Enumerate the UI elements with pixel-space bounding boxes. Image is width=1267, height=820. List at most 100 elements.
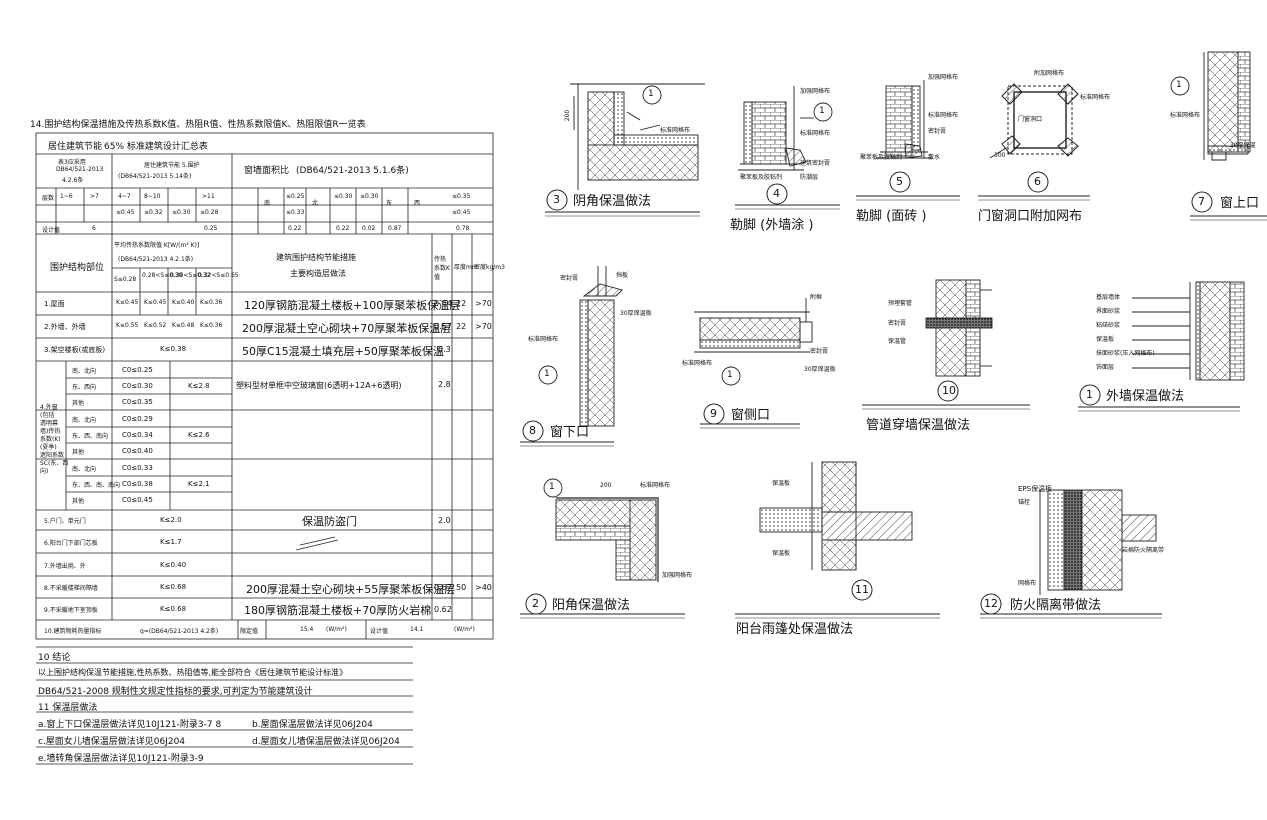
detail-4-l4: 建筑密封膏 [800, 160, 831, 167]
detail-4-l5: 聚苯板及胶粘剂 [740, 174, 783, 181]
detail-2-num: 2 [532, 597, 539, 610]
notes-a: a.窗上下口保温层做法详见10J121-附录3-7 8 [38, 720, 222, 730]
detail-4-title: 勒脚 (外墙涂 ) [730, 218, 814, 233]
row5-part: 5.户门、单元门 [44, 518, 86, 525]
detail-8-l4: 标准网格布 [528, 336, 559, 343]
detail-10-l3: 保温管 [888, 338, 907, 345]
window-line: 系数(K) [40, 436, 61, 443]
detail-2-dim: 200 [600, 482, 612, 489]
detail-8-ref: 1 [544, 369, 550, 379]
detail-6-l3: 门窗洞口 [1018, 116, 1043, 123]
wg3-k: K≤2.1 [188, 480, 210, 488]
detail-10-num: 10 [942, 384, 956, 397]
detail-5-l2: 标准网格布 [928, 112, 959, 119]
row8-t: 50 [456, 583, 467, 592]
row8-measure: 200厚混凝土空心砌块+55厚聚苯板保温层 [246, 583, 456, 596]
detail-4-l3: 防潮层 [800, 174, 819, 181]
detail-11-l1: 保温板 [772, 480, 791, 487]
design-3: 0.22 [288, 225, 302, 232]
detail-2-l1: 标准网格布 [640, 482, 671, 489]
limit-8: ≤0.30 [360, 193, 379, 200]
row9-kv: 0.62 [434, 605, 452, 614]
detail-1-layer-3: 粘结砂浆 [1096, 322, 1121, 329]
detail-3-drawing [570, 83, 705, 190]
detail-9-title: 窗侧口 [731, 408, 771, 423]
window-kv: 2.8 [438, 380, 451, 389]
header-k-2: (DB64/521-2013 4.2.1条) [118, 256, 194, 263]
detail-9-ref: 1 [727, 370, 733, 380]
row1-kv: 0.44 [434, 299, 452, 308]
detail-2-drawing [543, 478, 659, 582]
detail-10-l2: 密封膏 [888, 320, 907, 327]
detail-3-title: 阴角保温做法 [573, 194, 652, 209]
header-k-sub-1: S≤0.28 [114, 276, 137, 283]
detail-3-dim: 200 [564, 109, 572, 122]
row5-k: K≤2.0 [160, 516, 182, 524]
window-line: 4.外窗 [40, 404, 58, 411]
row1-k1: K≤0.45 [116, 299, 139, 306]
row9-part: 9.不采暖地下室顶板 [44, 607, 98, 614]
detail-7-l1: 标准网格布 [1170, 112, 1201, 119]
table-frame [35, 132, 494, 640]
detail-9-l1: 附框 [810, 294, 823, 301]
limit-2: ≤0.32 [144, 209, 163, 216]
detail-6-l2: 标准网格布 [1080, 94, 1111, 101]
std-a-1: 表3应采用 [58, 159, 86, 166]
detail-5-l3: 密封膏 [928, 128, 947, 135]
window-line: (包括 [40, 412, 55, 419]
detail-12-l2: 锚栓 [1018, 499, 1031, 506]
floor-5: >11 [202, 193, 215, 200]
detail-1-layer-4: 保温板 [1096, 336, 1115, 343]
wg3-q1: C0≤0.33 [122, 464, 153, 472]
header-col-d: 密度kg/m3 [474, 264, 505, 271]
design-7: 0.78 [456, 225, 470, 232]
row2-part: 2.外墙、外墙 [44, 323, 86, 331]
window-line: 向) [40, 468, 49, 475]
design-5: 0.02 [362, 225, 376, 232]
limit-3: ≤0.30 [172, 209, 191, 216]
wg2-sub3: 其他 [72, 449, 85, 456]
detail-6-l4: 300 [994, 152, 1006, 159]
header-measure-2: 主要构造层做法 [290, 269, 346, 278]
notes-l2: DB64/521-2008 规制性文规定性指标的要求,可判定为节能建筑设计 [38, 687, 313, 697]
header-k-sub-4: 0.32<S≤0.65 [198, 272, 239, 279]
detail-10-drawing [925, 279, 993, 377]
limit-9: ≤0.35 [452, 193, 471, 200]
row2-k1: K≤0.55 [116, 322, 139, 329]
detail-7-num: 7 [1198, 195, 1205, 208]
detail-8-num: 8 [529, 424, 536, 437]
wg3-q3: C0≤0.45 [122, 496, 153, 504]
header-k-sub-3: 0.30<S≤0.32 [170, 272, 211, 279]
row3-part: 3.架空楼板(或底板) [44, 346, 106, 354]
floor-4: 8~10 [144, 193, 161, 200]
detail-7-l2: 30厚保温 [1230, 142, 1256, 149]
limit-6: ≤0.33 [286, 209, 305, 216]
energy-value: 65% 标准建筑设计汇总表 [104, 142, 208, 152]
detail-12-l1: EPS保温板 [1018, 485, 1053, 493]
row3-measure: 50厚C15混凝土填充层+50厚聚苯板保温 [242, 345, 444, 358]
header-k-sub-2: 0.28<S≤0.30 [142, 272, 183, 279]
design-label: 设计值 [42, 227, 61, 234]
detail-2-l2: 加强网格布 [662, 572, 693, 579]
row8-part: 8.不采暖楼梯间隔墙 [44, 585, 98, 592]
window-line: (夏季) [40, 444, 57, 451]
wg2-q3: C0≤0.40 [122, 447, 153, 455]
row9-measure: 180厚钢筋混凝土楼板+70厚防火岩棉 [244, 604, 432, 617]
design-1: 6 [92, 225, 96, 232]
detail-5-l4: 聚苯板及胶粘剂 [860, 154, 903, 161]
row2-kv: 0.57 [434, 322, 452, 331]
detail-11-l2: 保温板 [772, 550, 791, 557]
detail-3-num: 3 [553, 193, 560, 206]
detail-4-drawing [738, 86, 833, 171]
std-a-3: 4.2.6条 [62, 177, 84, 184]
detail-5-num: 5 [896, 175, 903, 188]
wg1-sub3: 其他 [72, 400, 85, 407]
detail-4-num: 4 [773, 187, 780, 200]
row1-t: 22 [456, 299, 467, 308]
row10-design-label: 设计值 [370, 628, 389, 635]
wg3-sub1: 南、北向 [72, 466, 97, 473]
detail-1-layer-6: 饰面层 [1096, 364, 1115, 371]
row1-k3: K≤0.40 [172, 299, 195, 306]
header-part: 围护结构部位 [50, 263, 105, 273]
header-measure-1: 建筑围护结构节能措施 [276, 253, 356, 262]
